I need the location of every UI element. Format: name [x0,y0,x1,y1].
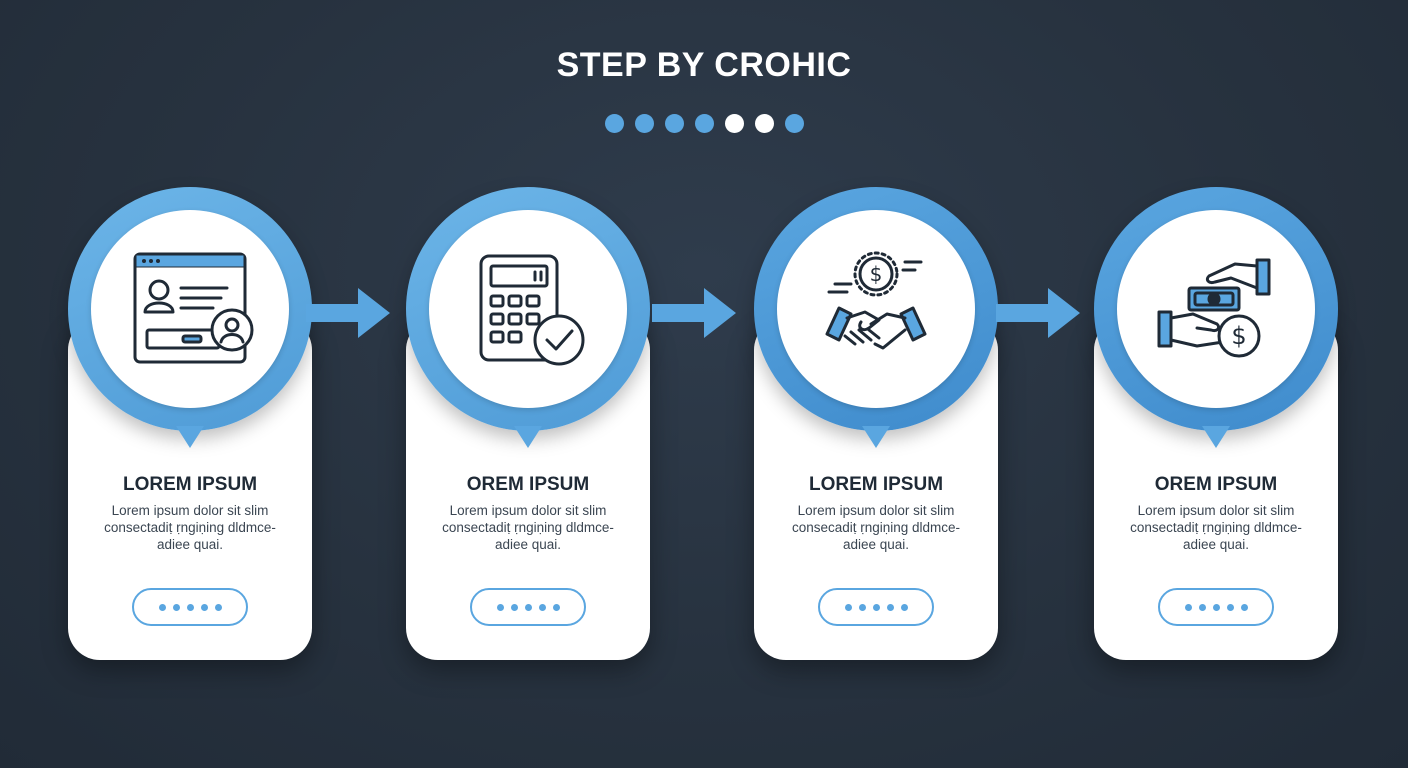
pill-dot [1212,603,1220,611]
title-dot [724,114,744,133]
step-pointer-2 [514,426,542,448]
title-dot [694,114,714,133]
desc-line: consectadiṭ ṛngiṇing dldmce- [1130,520,1302,535]
hands-money-icon: $ [1157,258,1271,358]
step-more-button-1[interactable] [132,588,248,626]
pill-dot [186,603,194,611]
desc-line: Lorem ipsum dolor sit slim [111,503,269,518]
title-dot [784,114,804,133]
pill-dot [552,603,560,611]
step-more-button-2[interactable] [470,588,586,626]
pill-dot [1184,603,1192,611]
handshake-coin-icon: $ [825,251,927,350]
step-title-4: OREM IPSUM [1154,474,1278,495]
arrow-right-icon [996,288,1080,338]
step-title-1: LOREM IPSUM [122,474,258,495]
desc-line: Lorem ipsum dolor sit slim [449,503,607,518]
desc-line: Lorem ipsum dolor sit slim [797,503,955,518]
desc-line: adiee quai. [842,537,910,552]
desc-line: Lorem ipsum dolor sit slim [1137,503,1295,518]
pill-dot [886,603,894,611]
title-dot [754,114,774,133]
step-title-2: OREM IPSUM [466,474,590,495]
step-pointer-3 [862,426,890,448]
pill-dot [496,603,504,611]
desc-line: consectadiṭ ṛngiṇing dldmce- [104,520,276,535]
title-dot [634,114,654,133]
step-pointer-1 [176,426,204,448]
desc-line: consecadiṭ ṛngiṇing dldmce- [791,520,961,535]
arrow-right-icon [306,288,390,338]
page-title: STEP BY CROHIC [556,46,852,84]
pill-dot [172,603,180,611]
title-dot [604,114,624,133]
pill-dot [1226,603,1234,611]
pill-dot [158,603,166,611]
step-desc-4: Lorem ipsum dolor sit slim consectadiṭ ṛ… [1094,502,1338,553]
step-desc-3: Lorem ipsum dolor sit slim consecadiṭ ṛn… [754,502,998,553]
pill-dot [844,603,852,611]
step-icon-circle-2 [429,210,627,408]
desc-line: adiee quai. [1182,537,1250,552]
step-desc-2: Lorem ipsum dolor sit slim consectadiṭ ṛ… [406,502,650,553]
desc-line: adiee quai. [494,537,562,552]
step-icon-circle-3 [777,210,975,408]
svg-text:$: $ [1231,322,1246,350]
calculator-check-icon [479,254,585,366]
pill-dot [214,603,222,611]
step-more-button-3[interactable] [818,588,934,626]
title-dots [0,114,1408,133]
pill-dot [858,603,866,611]
pill-dot [200,603,208,611]
pill-dot [1240,603,1248,611]
pill-dot [1198,603,1206,611]
svg-text:$: $ [870,262,883,286]
pill-dot [510,603,518,611]
step-more-button-4[interactable] [1158,588,1274,626]
step-title-3: LOREM IPSUM [808,474,944,495]
profile-window-icon [133,252,254,364]
step-desc-1: Lorem ipsum dolor sit slim consectadiṭ ṛ… [68,502,312,553]
pill-dot [900,603,908,611]
desc-line: consectadiṭ ṛngiṇing dldmce- [442,520,614,535]
pill-dot [524,603,532,611]
pill-dot [872,603,880,611]
pill-dot [538,603,546,611]
desc-line: adiee quai. [156,537,224,552]
arrow-right-icon [652,288,736,338]
step-pointer-4 [1202,426,1230,448]
title-dot [664,114,684,133]
